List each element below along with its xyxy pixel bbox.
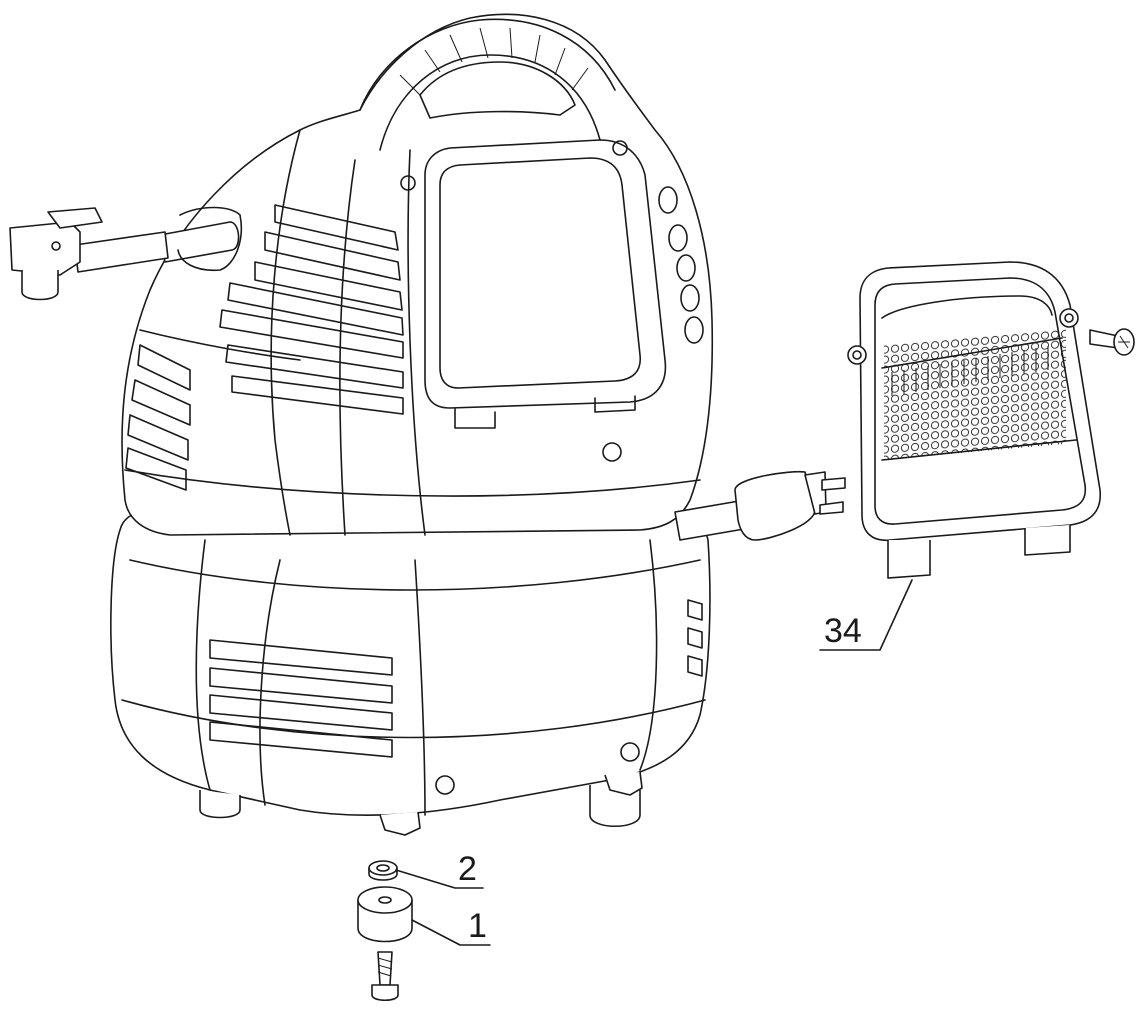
right-knobs (658, 186, 704, 344)
rubber-foot-part (357, 886, 413, 943)
base-vents (209, 599, 703, 758)
foot-screw-part (371, 951, 399, 1002)
filter-cover (847, 261, 1101, 579)
label-34: 34 (824, 612, 862, 650)
leader-34 (819, 579, 913, 651)
leader-1 (411, 919, 491, 946)
compressor-body (110, 13, 714, 836)
air-chuck (9, 206, 243, 301)
side-vents-left (125, 344, 191, 491)
label-2: 2 (458, 850, 477, 888)
washer-part (368, 860, 398, 881)
leader-2 (395, 869, 484, 889)
side-vents-upper (219, 204, 404, 415)
label-1: 1 (468, 907, 487, 945)
power-plug (674, 470, 846, 541)
screw (1089, 328, 1135, 356)
feet (199, 771, 643, 836)
